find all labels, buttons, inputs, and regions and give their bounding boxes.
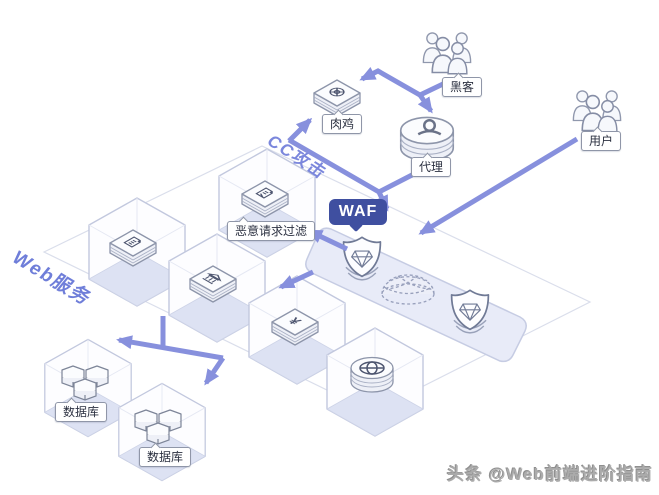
database-label-1: 数据库 <box>54 402 108 422</box>
proxy-icon <box>399 116 455 162</box>
arrow-waf-to-web <box>278 269 315 290</box>
svg-text:¥: ¥ <box>285 316 305 327</box>
hacker-label: 黑客 <box>441 77 483 97</box>
flow-arrows <box>116 66 579 386</box>
arrow-waf-to-filter <box>306 228 349 252</box>
arrow-elbow-to-zombie <box>287 117 313 143</box>
zombie-host-icon <box>313 79 361 117</box>
dotted-dome-icon <box>381 274 435 305</box>
waf-badge: WAF <box>329 199 387 225</box>
proxy-label: 代理 <box>410 157 452 177</box>
database-label-2: 数据库 <box>138 447 192 467</box>
arrow-user-to-waf <box>418 136 579 236</box>
document-cube-icon <box>109 229 157 267</box>
arrow-to-database-1 <box>116 335 224 361</box>
line-proxy-to-waf <box>377 172 414 195</box>
arrow-to-database-2 <box>203 356 226 386</box>
yuan-cube-icon: ¥ <box>271 308 319 346</box>
bank-cube-icon <box>189 265 237 303</box>
user-label: 用户 <box>580 131 622 151</box>
filter-label: 恶意请求过滤 <box>226 221 316 241</box>
hacker-icon <box>423 33 470 74</box>
arrow-hacker-to-proxy <box>417 93 434 114</box>
waf-shield-icon-2 <box>450 289 490 334</box>
arrow-hacker-to-zombie <box>359 66 445 98</box>
zombie-label: 肉鸡 <box>321 114 363 134</box>
globe-cylinder-icon <box>350 356 394 393</box>
filter-document-cube-icon <box>241 180 289 218</box>
waf-shield-icon-1 <box>342 236 382 281</box>
watermark-text: 头条 @Web前端进阶指南 <box>447 465 653 484</box>
